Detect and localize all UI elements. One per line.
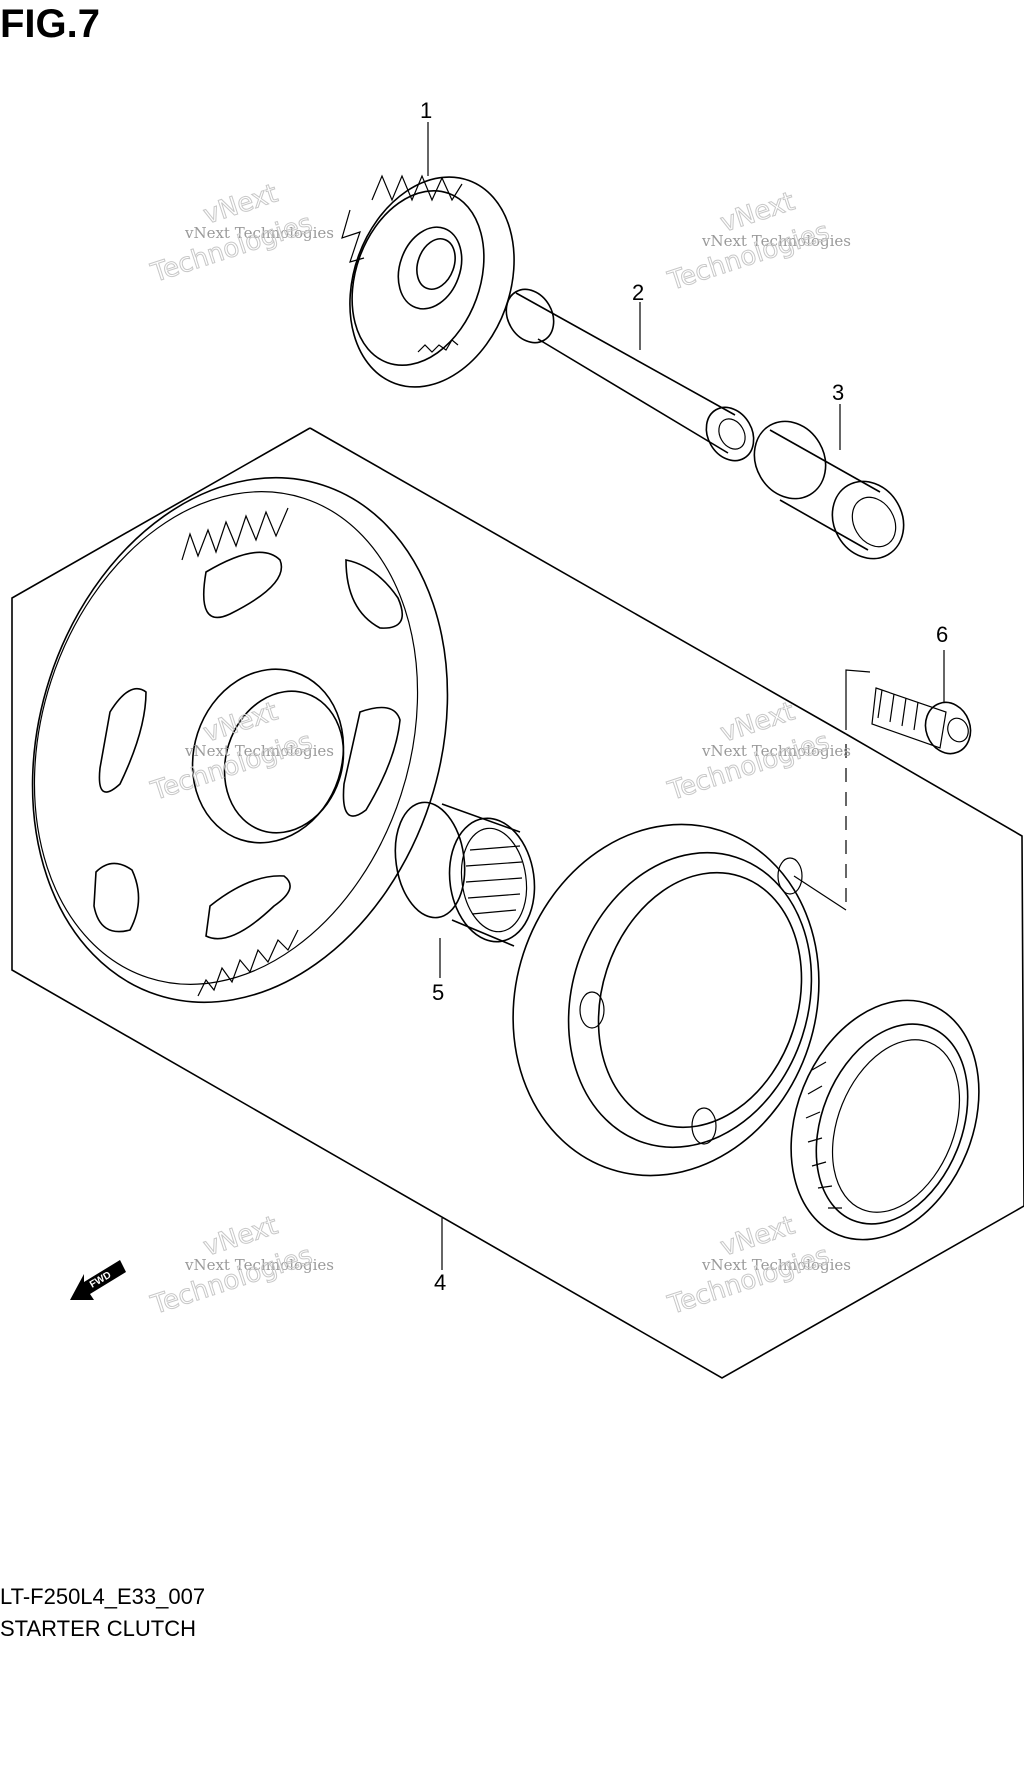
part-5-needle-bearing — [394, 801, 536, 947]
watermark-4: vNext Technologies vNext Technologies — [663, 696, 851, 807]
assembly-outline-top-right — [309, 427, 847, 735]
callout-3: 3 — [832, 380, 844, 405]
svg-text:vNext Technologies: vNext Technologies — [701, 232, 851, 250]
figure-name: STARTER CLUTCH — [0, 1616, 196, 1641]
svg-text:vNext Technologies: vNext Technologies — [701, 742, 851, 760]
watermark-5: vNext Technologies vNext Technologies — [146, 1210, 334, 1321]
callout-1: 1 — [420, 98, 432, 123]
watermark-1: vNext Technologies vNext Technologies — [146, 178, 334, 289]
svg-text:vNext Technologies: vNext Technologies — [184, 1256, 334, 1274]
figure-title: FIG.7 — [0, 2, 101, 46]
part-2-shaft — [505, 288, 755, 462]
fwd-arrow-icon: FWD — [70, 1260, 126, 1300]
part-3-bushing — [753, 420, 905, 560]
part-4-clutch-housing — [512, 823, 820, 1177]
watermark-3: vNext Technologies vNext Technologies — [146, 696, 334, 807]
part-6-bolt — [793, 669, 972, 911]
svg-text:vNext Technologies: vNext Technologies — [184, 742, 334, 760]
svg-text:vNext Technologies: vNext Technologies — [184, 224, 334, 242]
callout-2: 2 — [632, 280, 644, 305]
watermark-2: vNext Technologies vNext Technologies — [663, 186, 851, 297]
part-4-starter-gear — [31, 476, 449, 1004]
figure-code: LT-F250L4_E33_007 — [0, 1584, 206, 1609]
callout-5: 5 — [432, 980, 444, 1005]
part-1-gear — [341, 174, 515, 388]
assembly-outline — [11, 427, 1024, 1379]
watermark-6: vNext Technologies vNext Technologies — [663, 1210, 851, 1321]
svg-text:vNext Technologies: vNext Technologies — [701, 1256, 851, 1274]
callout-6: 6 — [936, 622, 948, 647]
part-4-one-way-clutch — [790, 999, 980, 1241]
callout-4: 4 — [434, 1270, 446, 1295]
